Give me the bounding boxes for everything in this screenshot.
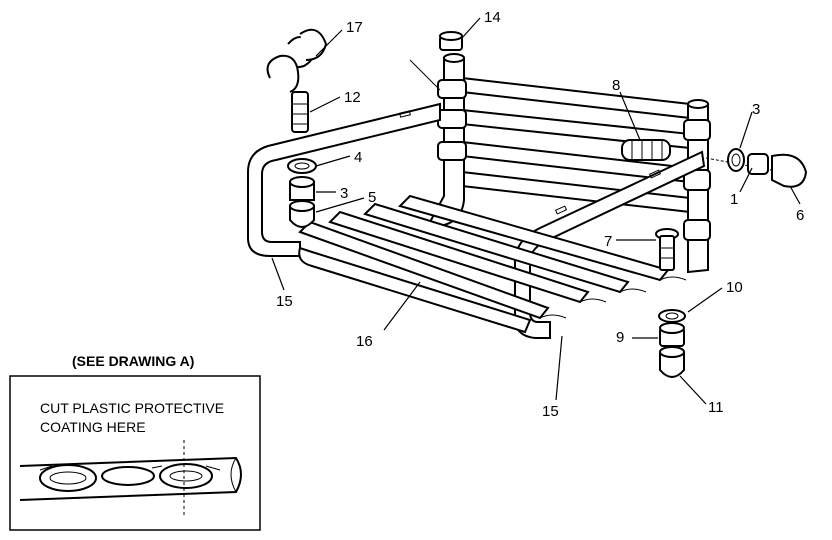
- right-back-post: [683, 99, 711, 274]
- part-10-washer: [658, 309, 686, 323]
- part-labels: 17 12 14 8 3 1 6 4 3 5 7 10 9 11 15 16 1…: [276, 9, 804, 420]
- part-11-cap: [659, 351, 685, 378]
- label-15-right: 15: [542, 403, 559, 420]
- label-5: 5: [368, 189, 376, 206]
- label-1: 1: [730, 191, 738, 208]
- inset-frame: [9, 375, 261, 531]
- left-back-post: [409, 53, 467, 228]
- bottom-right-hardware-stack: [658, 309, 686, 378]
- part-8-spacer: [621, 139, 671, 161]
- chain-illustration: [19, 456, 242, 501]
- label-9: 9: [616, 329, 624, 346]
- part-4-washer: [287, 158, 317, 174]
- label-7: 7: [604, 233, 612, 250]
- label-14: 14: [484, 9, 501, 26]
- label-10: 10: [726, 279, 743, 296]
- label-17: 17: [346, 19, 363, 36]
- label-8: 8: [612, 77, 620, 94]
- label-11: 11: [708, 399, 724, 416]
- left-armrest-frame: [247, 102, 441, 257]
- leader-lines: [271, 17, 801, 405]
- left-hardware-stack: [266, 28, 328, 228]
- part-6-cap: [771, 153, 808, 188]
- seat-slats: [298, 194, 687, 334]
- part-7-bolt: [655, 228, 679, 271]
- label-6: 6: [796, 207, 804, 224]
- label-15-left: 15: [276, 293, 293, 310]
- label-3-right: 3: [752, 101, 760, 118]
- part-3-washer: [727, 148, 745, 172]
- label-4: 4: [354, 149, 362, 166]
- drawing-a-inset: (SEE DRAWING A) CUT PLASTIC PROTECTIVE C…: [9, 353, 261, 531]
- inset-caption-line-2: COATING HERE: [40, 419, 146, 435]
- label-16: 16: [356, 333, 373, 350]
- right-hardware-stack: [705, 148, 808, 188]
- inset-caption-line-1: CUT PLASTIC PROTECTIVE: [40, 400, 224, 416]
- inset-heading: (SEE DRAWING A): [72, 353, 194, 369]
- back-slats: [461, 76, 691, 214]
- part-1-nut: [747, 153, 769, 175]
- part-12-eye-bolt: [291, 91, 309, 133]
- part-14-top-cap: [439, 31, 463, 51]
- label-3-left: 3: [340, 185, 348, 202]
- label-12: 12: [344, 89, 361, 106]
